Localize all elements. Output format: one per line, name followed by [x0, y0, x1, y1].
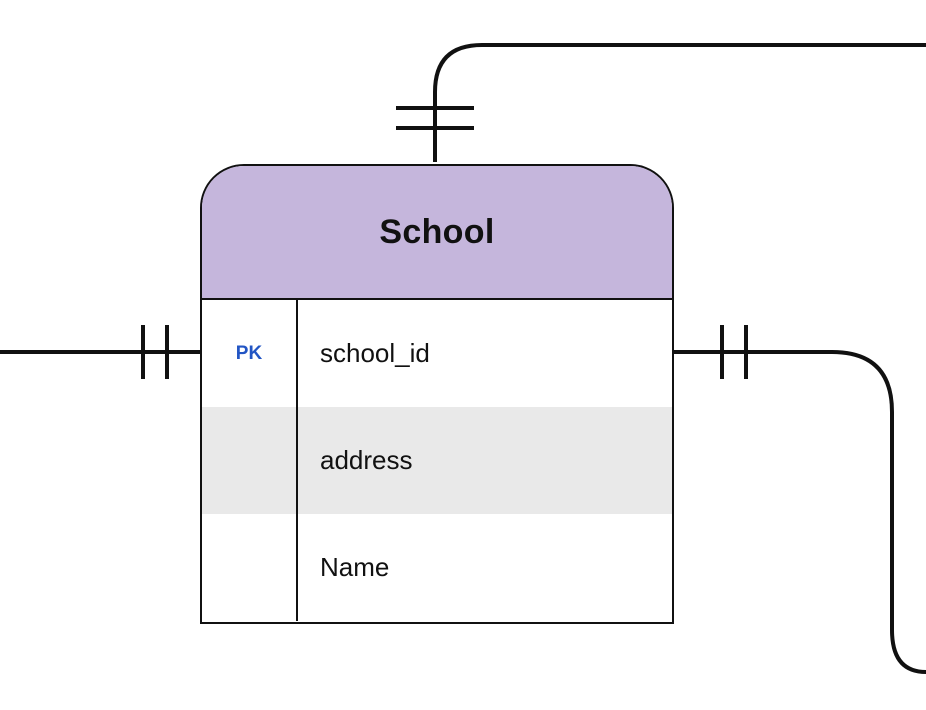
key-column-divider — [296, 300, 298, 407]
field-name: school_id — [320, 338, 430, 368]
attribute-row-school-id[interactable]: PK school_id — [202, 300, 672, 407]
field-name: Name — [320, 552, 390, 582]
school-entity[interactable]: School PK school_id address Name — [200, 164, 674, 624]
key-column-divider — [296, 407, 298, 514]
top-relationship-line[interactable] — [433, 43, 926, 162]
key-column-divider — [296, 514, 298, 621]
key-label — [202, 514, 296, 621]
field-name: address — [320, 445, 413, 475]
key-label — [202, 407, 296, 514]
attribute-rows: PK school_id address Name — [202, 300, 672, 621]
key-label: PK — [235, 342, 263, 364]
entity-title: School — [379, 212, 495, 251]
attribute-row-name[interactable]: Name — [202, 514, 672, 621]
right-relationship-line[interactable] — [672, 350, 926, 674]
attribute-row-address[interactable]: address — [202, 407, 672, 514]
entity-header: School — [202, 166, 672, 300]
